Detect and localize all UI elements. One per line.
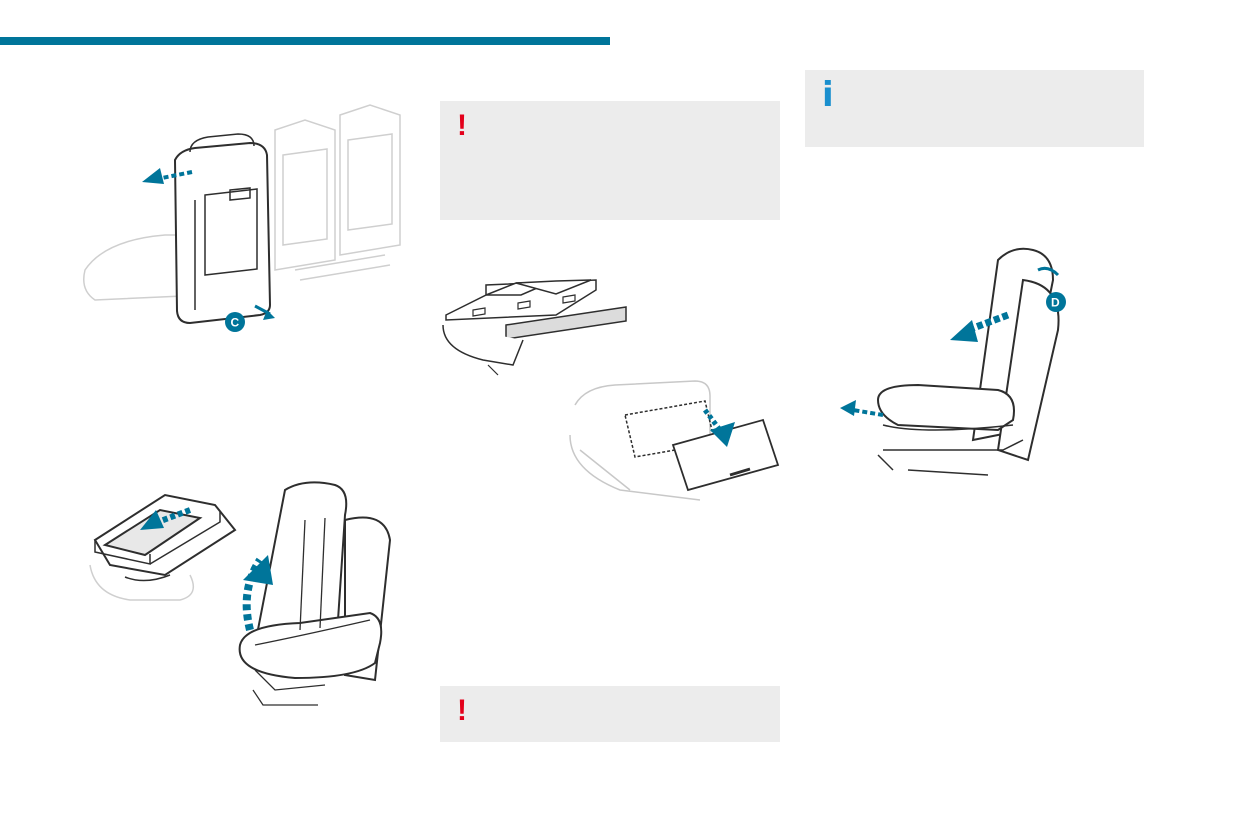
single-seat-upright-illustration xyxy=(238,481,392,706)
section-accent-bar xyxy=(0,37,610,45)
seat-row-fold-illustration: C xyxy=(83,104,401,332)
callout-d: D xyxy=(1051,296,1060,310)
info-icon: i xyxy=(822,75,834,115)
warning-box: ! xyxy=(440,686,780,742)
callout-c: C xyxy=(231,316,240,330)
seat-recline-illustration: D xyxy=(840,247,1066,476)
warning-box: ! xyxy=(440,101,780,220)
panel-slide-illustration xyxy=(569,380,780,501)
warning-icon: ! xyxy=(457,694,467,727)
warning-icon: ! xyxy=(457,109,467,142)
seat-cushion-tilt-illustration xyxy=(89,493,237,601)
info-box: i xyxy=(805,70,1144,147)
folded-seats-panels-illustration xyxy=(442,279,627,376)
